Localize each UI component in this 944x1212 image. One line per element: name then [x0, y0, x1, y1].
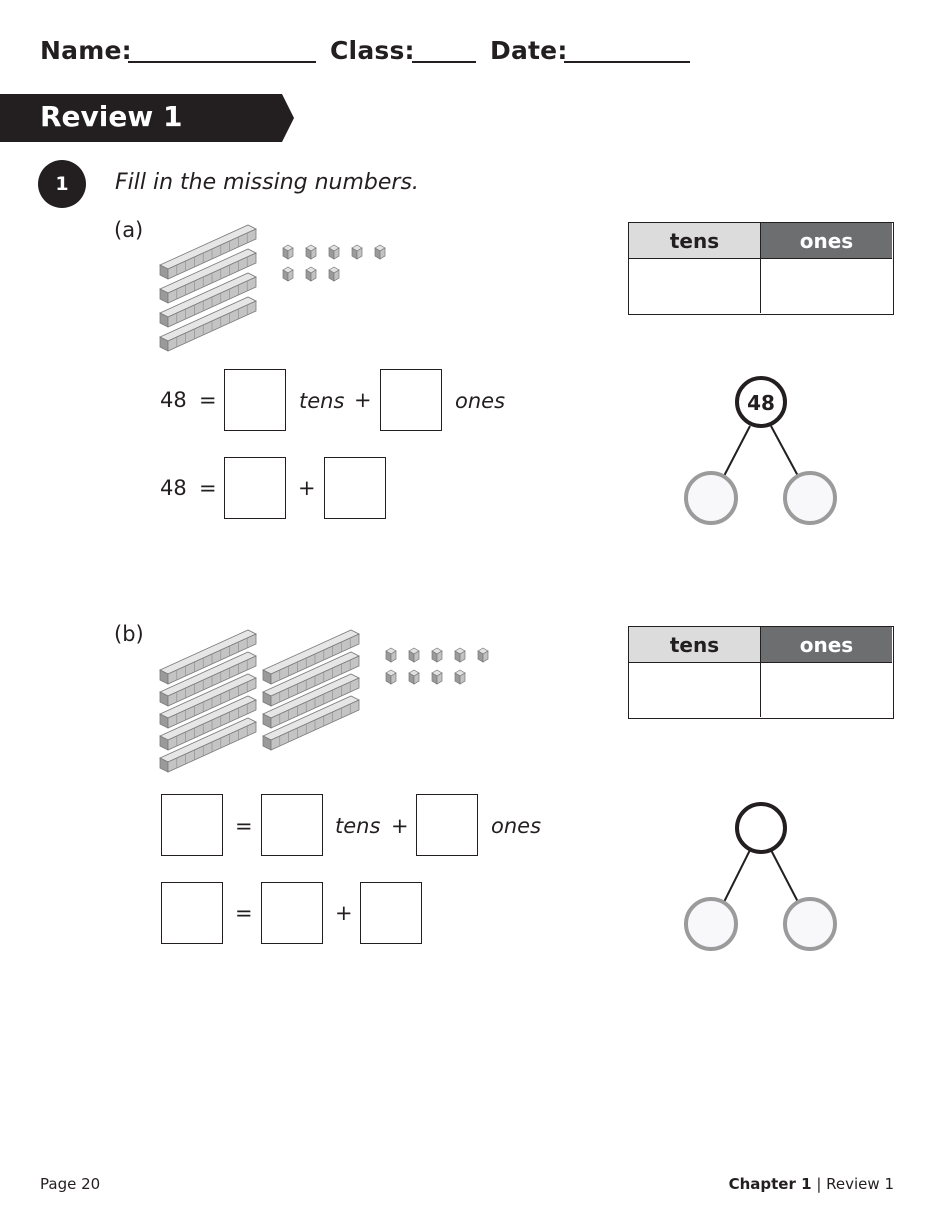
tens-cell-a[interactable]: [629, 259, 761, 313]
eq-b1-equals: =: [235, 814, 253, 838]
eq-b2-equals: =: [235, 901, 253, 925]
bond-whole-value: 48: [747, 391, 775, 415]
eq-a2-lhs: 48: [160, 476, 187, 500]
answer-box-b1-number[interactable]: [161, 794, 223, 856]
one-cube: [477, 647, 489, 663]
bond-whole-circle: [735, 376, 787, 428]
one-cube: [328, 266, 340, 282]
review-title: Review 1: [40, 100, 183, 133]
one-cube: [282, 244, 294, 260]
one-cube: [385, 669, 397, 685]
bond-part-circle-right[interactable]: [783, 897, 837, 951]
answer-box-a1-ones[interactable]: [380, 369, 442, 431]
one-cube: [305, 266, 317, 282]
question-number-badge: 1: [38, 160, 86, 208]
eq-a1-ones-word: ones: [455, 389, 506, 413]
one-cube: [431, 647, 443, 663]
footer-separator: |: [816, 1175, 822, 1193]
bond-part-circle-left[interactable]: [684, 471, 738, 525]
bond-whole-circle[interactable]: [735, 802, 787, 854]
ones-cell-b[interactable]: [761, 663, 892, 717]
answer-box-b1-ones[interactable]: [416, 794, 478, 856]
part-a-label: (a): [114, 218, 144, 242]
tens-header: tens: [629, 223, 761, 259]
one-cube: [408, 647, 420, 663]
name-field[interactable]: [128, 61, 316, 63]
bond-part-circle-left[interactable]: [684, 897, 738, 951]
one-cube: [282, 266, 294, 282]
one-cube: [328, 244, 340, 260]
one-cube: [385, 647, 397, 663]
page-number: Page 20: [40, 1175, 101, 1193]
tens-header: tens: [629, 627, 761, 663]
one-cube: [454, 669, 466, 685]
ones-header: ones: [761, 627, 892, 663]
review-banner: [0, 94, 294, 142]
answer-box-a1-tens[interactable]: [224, 369, 286, 431]
eq-b2-plus: +: [335, 901, 353, 925]
part-b-label: (b): [114, 622, 144, 646]
chapter-label: Chapter 1: [728, 1175, 812, 1193]
number-bond-b: [684, 802, 837, 951]
one-cube: [454, 647, 466, 663]
eq-a2-plus: +: [298, 476, 316, 500]
class-label: Class:: [330, 36, 415, 65]
eq-a1-lhs: 48: [160, 388, 187, 412]
base-ten-blocks-b: [159, 629, 489, 773]
eq-a1-tens-word: tens: [299, 389, 345, 413]
place-value-table-a: tens ones: [628, 222, 894, 315]
answer-box-b2-ones-value[interactable]: [360, 882, 422, 944]
answer-box-b2-tens-value[interactable]: [261, 882, 323, 944]
bond-part-circle-right[interactable]: [783, 471, 837, 525]
question-number: 1: [55, 173, 69, 195]
one-cube: [351, 244, 363, 260]
eq-a1-plus: +: [354, 388, 372, 412]
tens-cell-b[interactable]: [629, 663, 761, 717]
eq-b1-ones-word: ones: [491, 814, 542, 838]
number-bond-a: 48: [684, 376, 837, 525]
base-ten-blocks-a: [159, 224, 386, 352]
eq-a2-equals: =: [199, 476, 217, 500]
eq-b1-tens-word: tens: [335, 814, 381, 838]
answer-box-a2-tens-value[interactable]: [224, 457, 286, 519]
section-label: Review 1: [826, 1175, 894, 1193]
answer-box-b1-tens[interactable]: [261, 794, 323, 856]
eq-a1-equals: =: [199, 388, 217, 412]
answer-box-b2-number[interactable]: [161, 882, 223, 944]
question-instruction: Fill in the missing numbers.: [115, 170, 419, 195]
class-field[interactable]: [412, 61, 476, 63]
one-cube: [408, 669, 420, 685]
date-label: Date:: [490, 36, 568, 65]
place-value-table-b: tens ones: [628, 626, 894, 719]
answer-box-a2-ones-value[interactable]: [324, 457, 386, 519]
eq-b1-plus: +: [391, 814, 409, 838]
one-cube: [305, 244, 317, 260]
ones-cell-a[interactable]: [761, 259, 892, 313]
name-label: Name:: [40, 36, 132, 65]
date-field[interactable]: [564, 61, 690, 63]
one-cube: [431, 669, 443, 685]
footer-chapter: Chapter 1 | Review 1: [729, 1175, 894, 1193]
one-cube: [374, 244, 386, 260]
ones-header: ones: [761, 223, 892, 259]
